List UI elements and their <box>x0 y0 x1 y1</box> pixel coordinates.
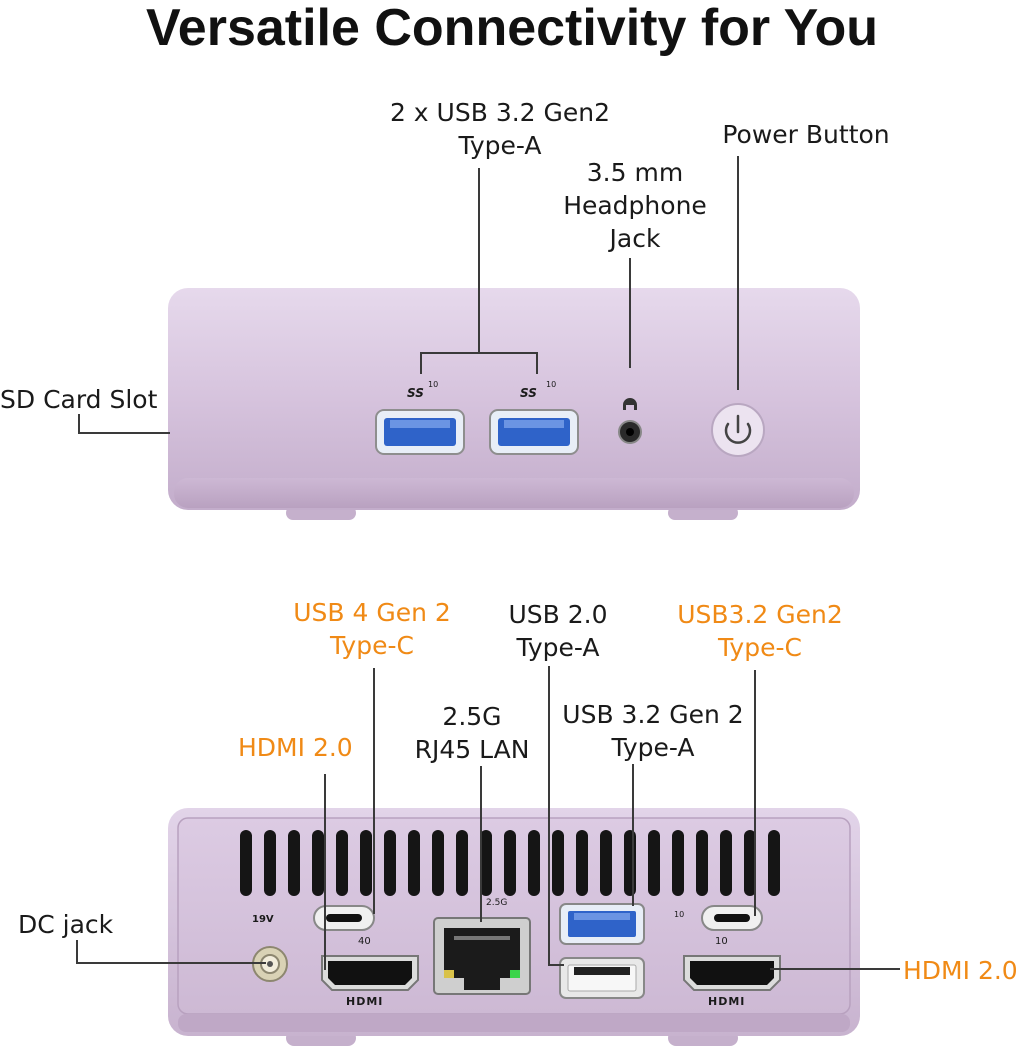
rear-panel-device <box>168 808 860 1046</box>
ss-logo-left: SS <box>407 386 424 400</box>
leader-usb20-horizontal <box>548 964 564 966</box>
leader-usb-a-left-tick <box>420 352 422 374</box>
hdmi-right-label: HDMI 2.0 <box>903 956 1018 985</box>
usb-3-2-type-a-port <box>559 903 645 945</box>
leader-usb-a-right-tick <box>536 352 538 374</box>
leader-dc-vertical <box>76 940 78 964</box>
leader-usb20 <box>548 666 550 966</box>
ss-num-right: 10 <box>546 380 557 389</box>
leader-headphone <box>629 258 631 368</box>
hdmi-logo-left: HDMI <box>346 995 384 1008</box>
headphone-jack <box>618 398 642 444</box>
dc-jack-port <box>252 946 288 982</box>
leader-hdmi-left <box>324 774 326 970</box>
leader-power <box>737 156 739 390</box>
ss-num-left: 10 <box>428 380 439 389</box>
hdmi-port-right <box>683 955 781 991</box>
leader-usb4 <box>373 668 375 914</box>
leader-usb-a-bracket <box>420 352 538 354</box>
hdmi-port-left <box>321 955 419 991</box>
leader-hdmi-right <box>770 968 900 970</box>
leader-usb32c <box>754 670 756 916</box>
headphone-label: 3.5 mm Headphone Jack <box>563 158 707 253</box>
usb-a-port-left <box>375 409 465 455</box>
page-title: Versatile Connectivity for You <box>145 0 879 57</box>
air-vents <box>240 830 780 896</box>
usb4-type-c-port <box>313 905 375 931</box>
ss-num-rear: 10 <box>674 910 685 919</box>
sd-card-label: SD Card Slot <box>0 385 158 414</box>
leader-sd-vertical <box>78 414 80 434</box>
front-panel-device <box>168 288 860 520</box>
leader-usb-a <box>478 168 480 352</box>
usb-a-port-right <box>489 409 579 455</box>
usb4-label: USB 4 Gen 2 Type-C <box>293 598 451 660</box>
leader-dc-horizontal <box>76 962 266 964</box>
usb20-label: USB 2.0 Type-A <box>508 600 608 662</box>
power-button-label: Power Button <box>722 120 890 149</box>
usb32a-label: USB 3.2 Gen 2 Type-A <box>562 700 744 762</box>
hdmi-left-label: HDMI 2.0 <box>238 733 353 762</box>
lan-label: 2.5G RJ45 LAN <box>414 702 530 764</box>
power-button <box>711 403 765 457</box>
dc-jack-label: DC jack <box>18 910 114 939</box>
usb3-2-type-c-port <box>701 905 763 931</box>
ss-logo-right: SS <box>520 386 537 400</box>
leader-usb32a <box>632 764 634 906</box>
lan-speed-mark: 2.5G <box>486 898 508 908</box>
rj45-lan-port <box>433 917 531 995</box>
usbc-mark: 10 <box>715 936 728 947</box>
dc-voltage-mark: 19V <box>252 914 274 925</box>
leader-lan <box>480 766 482 922</box>
hdmi-logo-right: HDMI <box>708 995 746 1008</box>
usb-a-label: 2 x USB 3.2 Gen2 Type-A <box>389 98 611 160</box>
usb4-mark: 40 <box>358 936 371 947</box>
usb-2-0-type-a-port <box>559 957 645 999</box>
usb32c-label: USB3.2 Gen2 Type-C <box>677 600 843 662</box>
leader-sd-horizontal <box>78 432 170 434</box>
